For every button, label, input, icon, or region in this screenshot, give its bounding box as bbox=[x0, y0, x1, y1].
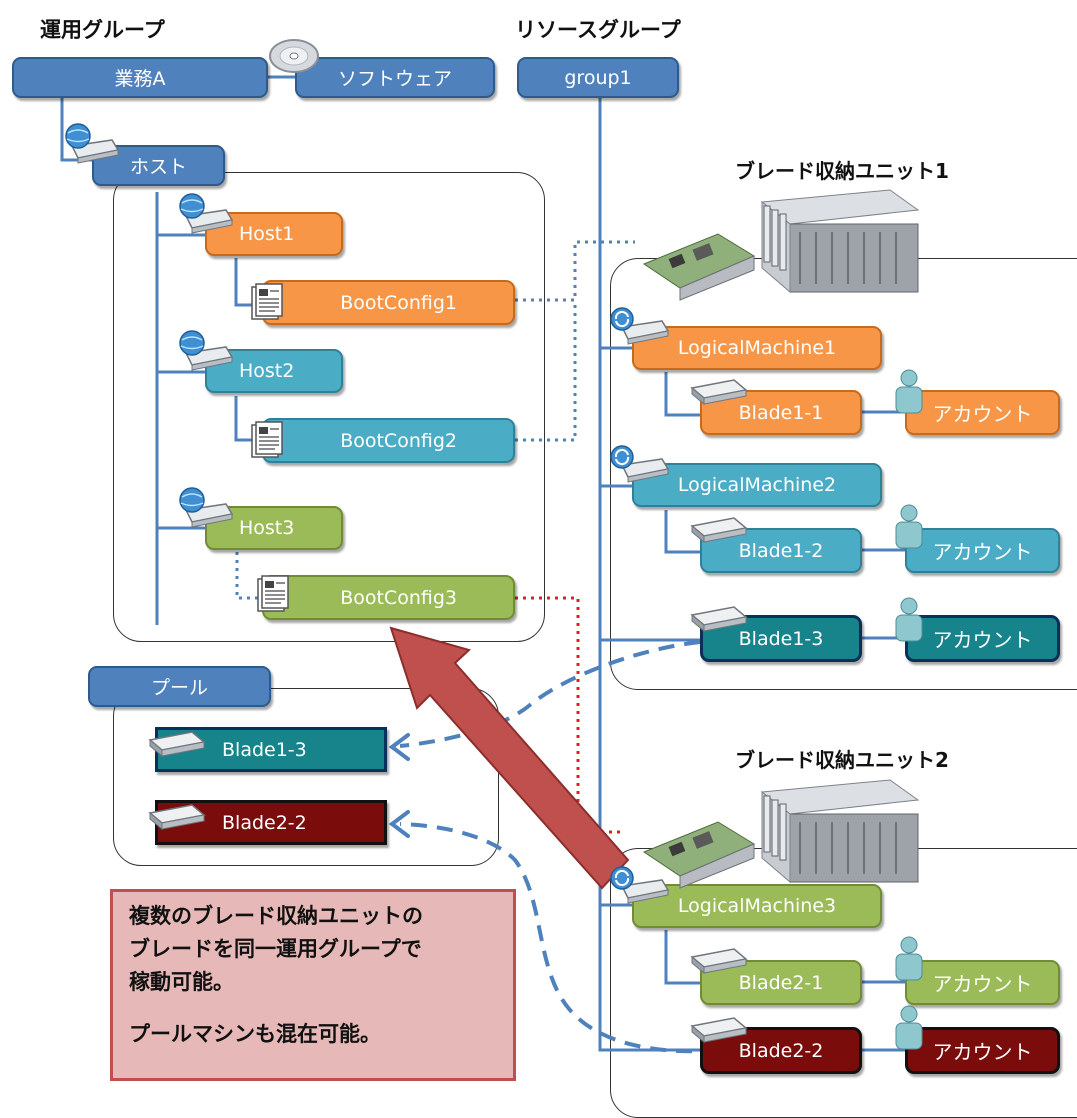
blade-server-icon bbox=[690, 606, 748, 633]
pool-frame bbox=[113, 688, 499, 866]
bootconfig2-node[interactable]: BootConfig2 bbox=[262, 418, 515, 463]
user-account-icon bbox=[895, 504, 923, 549]
bootconfig3-node[interactable]: BootConfig3 bbox=[262, 575, 515, 620]
note-line: プールマシンも混在可能。 bbox=[129, 1021, 381, 1046]
account-node[interactable]: アカウント bbox=[905, 960, 1060, 1005]
cd-disc-icon bbox=[269, 39, 319, 73]
circuit-board-icon bbox=[642, 821, 756, 889]
circuit-board-icon bbox=[642, 233, 756, 301]
software-node[interactable]: ソフトウェア bbox=[295, 57, 495, 98]
blade-server-icon bbox=[690, 948, 748, 975]
server-globe-icon bbox=[179, 487, 234, 528]
blade-server-icon bbox=[690, 1017, 748, 1044]
note-callout: 複数のブレード収納ユニットの ブレードを同一運用グループで 稼動可能。 プールマ… bbox=[110, 889, 516, 1081]
resource-group-heading: リソースグループ bbox=[515, 18, 681, 42]
blade-server-icon bbox=[148, 804, 206, 831]
account-node[interactable]: アカウント bbox=[905, 615, 1060, 662]
server-globe-icon bbox=[179, 330, 234, 371]
blade-chassis-icon bbox=[760, 779, 920, 884]
logicalmachine1-node[interactable]: LogicalMachine1 bbox=[632, 326, 882, 370]
document-icon bbox=[257, 575, 289, 612]
bootconfig1-node[interactable]: BootConfig1 bbox=[262, 280, 515, 325]
host-folder-node[interactable]: ホスト bbox=[92, 145, 225, 186]
connector-lines bbox=[60, 75, 905, 1054]
blade1-1-node[interactable]: Blade1-1 bbox=[700, 390, 862, 435]
enclosure1-heading: ブレード収納ユニット1 bbox=[735, 159, 949, 183]
blade-server-icon bbox=[148, 731, 206, 758]
logical-machine-icon bbox=[610, 866, 670, 904]
document-icon bbox=[251, 421, 283, 458]
account-node[interactable]: アカウント bbox=[905, 390, 1060, 435]
ops-group-heading: 運用グループ bbox=[40, 18, 165, 42]
host-container-frame bbox=[113, 172, 545, 642]
blade-server-icon bbox=[690, 379, 748, 406]
document-icon bbox=[251, 283, 283, 320]
user-account-icon bbox=[895, 369, 923, 414]
logicalmachine3-node[interactable]: LogicalMachine3 bbox=[632, 884, 882, 928]
blade-chassis-icon bbox=[760, 189, 920, 294]
pool-node[interactable]: プール bbox=[88, 666, 271, 707]
user-account-icon bbox=[895, 936, 923, 981]
logicalmachine2-node[interactable]: LogicalMachine2 bbox=[632, 463, 882, 507]
group1-node[interactable]: group1 bbox=[517, 57, 679, 98]
blade2-2-node[interactable]: Blade2-2 bbox=[700, 1027, 862, 1074]
user-account-icon bbox=[895, 1005, 923, 1050]
logical-machine-icon bbox=[610, 307, 670, 345]
account-node[interactable]: アカウント bbox=[905, 528, 1060, 573]
server-globe-icon bbox=[65, 123, 120, 164]
server-globe-icon bbox=[179, 193, 234, 234]
business-a-node[interactable]: 業務A bbox=[12, 57, 268, 98]
blade-server-icon bbox=[690, 517, 748, 544]
logical-machine-icon bbox=[610, 445, 670, 483]
note-line: ブレードを同一運用グループで bbox=[129, 937, 422, 962]
note-line: 複数のブレード収納ユニットの bbox=[129, 904, 423, 928]
host1-node[interactable]: Host1 bbox=[205, 212, 343, 256]
note-line: 稼動可能。 bbox=[129, 970, 234, 995]
account-node[interactable]: アカウント bbox=[905, 1027, 1060, 1074]
user-account-icon bbox=[895, 597, 923, 642]
enclosure2-heading: ブレード収納ユニット2 bbox=[735, 748, 949, 772]
